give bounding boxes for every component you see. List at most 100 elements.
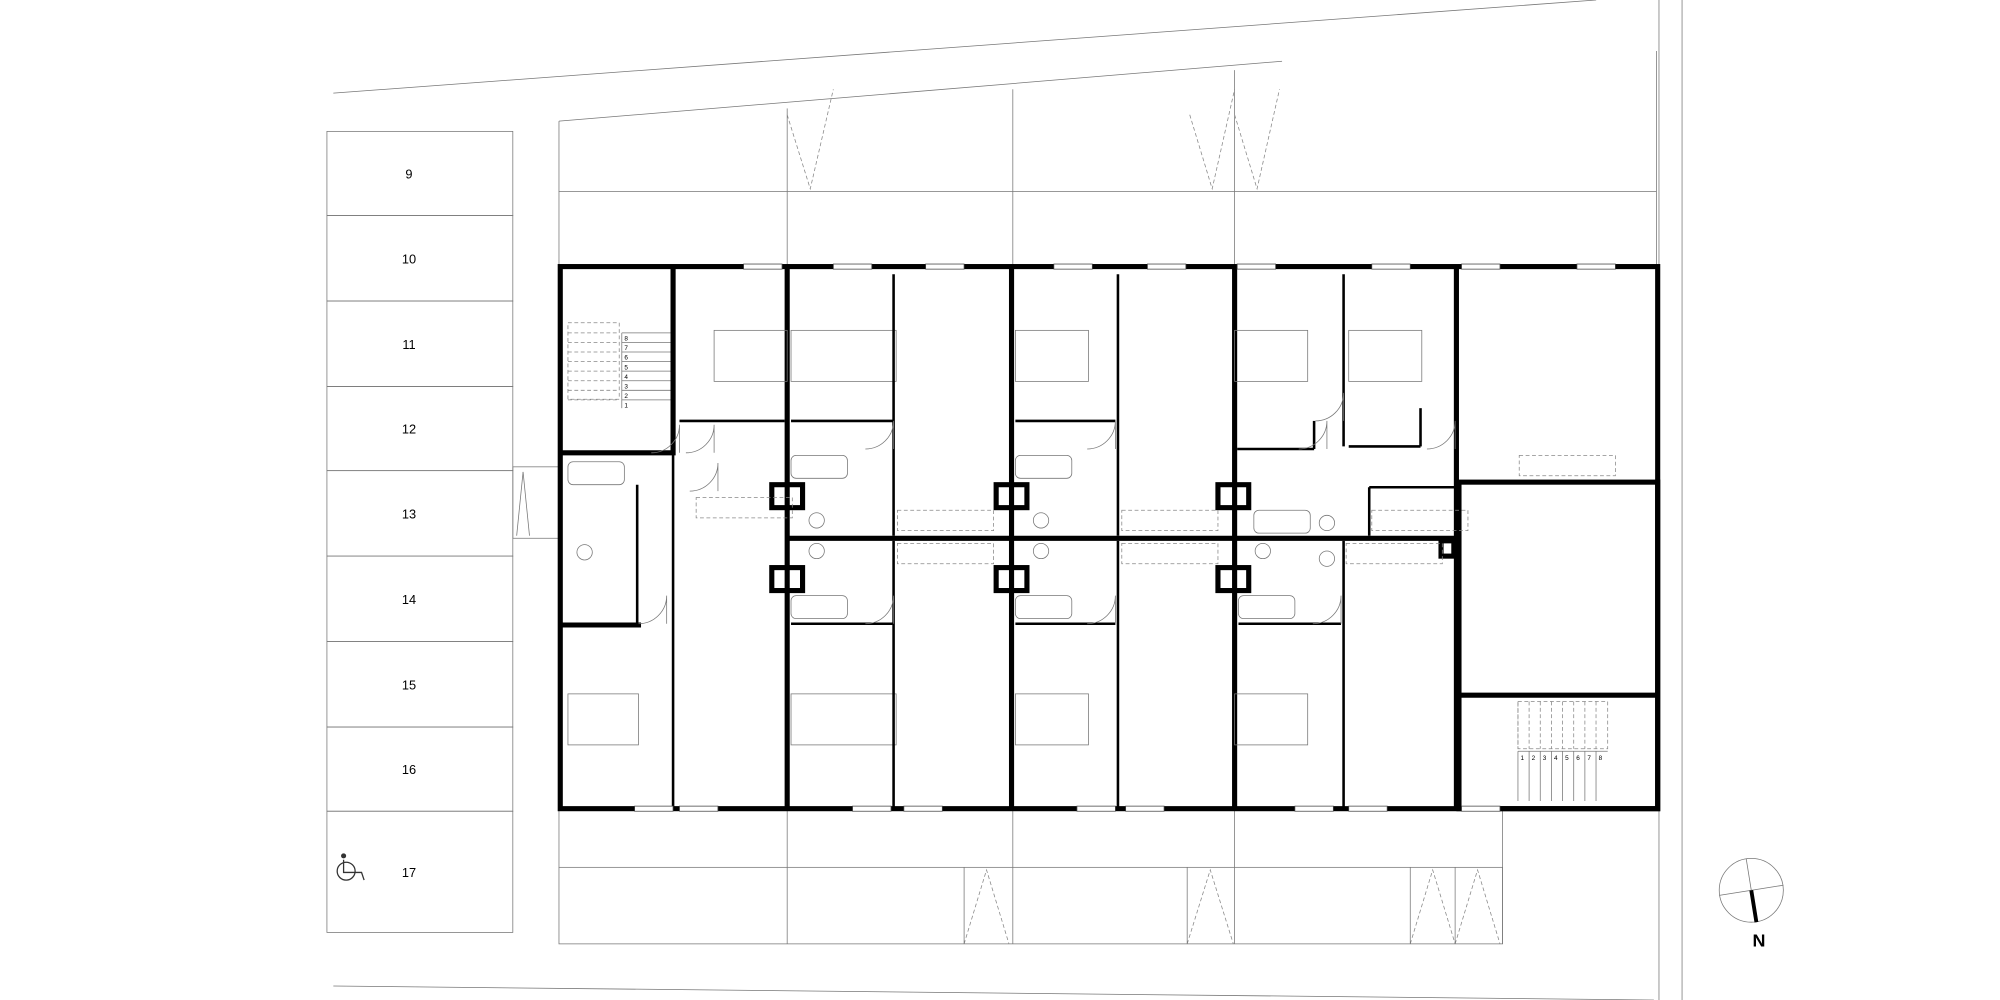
door-swing xyxy=(689,463,719,492)
window xyxy=(832,263,873,270)
gate-swing xyxy=(1186,868,1234,944)
parking-space-number: 10 xyxy=(402,251,416,266)
window xyxy=(1294,805,1334,812)
sink-or-toilet xyxy=(1318,550,1336,567)
gate-swing xyxy=(786,89,834,191)
bed xyxy=(1234,329,1309,382)
kitchen-counter xyxy=(897,509,994,531)
window xyxy=(1461,263,1501,270)
north-arrow: N xyxy=(1718,858,1784,950)
window xyxy=(903,805,943,812)
parking-space-number: 14 xyxy=(402,592,416,607)
bed xyxy=(790,693,897,746)
door-swing xyxy=(1315,392,1344,422)
stair-step-number: 8 xyxy=(1599,755,1603,762)
stair-step-number: 2 xyxy=(1532,755,1536,762)
door-swing xyxy=(651,424,680,454)
gate-swing xyxy=(1234,89,1280,191)
sink-or-toilet xyxy=(1254,542,1271,560)
window xyxy=(1076,805,1116,812)
stair-step-number: 8 xyxy=(624,336,628,343)
window xyxy=(852,805,892,812)
parking-space-number: 13 xyxy=(402,507,416,522)
stair-step-number: 5 xyxy=(1565,755,1569,762)
bed xyxy=(567,693,639,746)
kitchen-counter xyxy=(897,542,994,565)
building xyxy=(557,264,1661,812)
stair-step-number: 7 xyxy=(1587,755,1591,762)
sink-or-toilet xyxy=(808,512,825,529)
entrance-ramp xyxy=(512,466,561,539)
private-gardens-south xyxy=(558,808,1503,945)
stair-step-number: 1 xyxy=(624,403,628,410)
kitchen-counter xyxy=(1371,509,1469,531)
window xyxy=(679,805,719,812)
sink-or-toilet xyxy=(1032,542,1050,560)
gate-swing xyxy=(1409,868,1456,944)
parking-space-number: 15 xyxy=(402,677,416,692)
bathtub xyxy=(1015,454,1073,479)
stair-step-number: 7 xyxy=(624,345,628,352)
gate-swing xyxy=(1454,868,1501,944)
stair-step-number: 6 xyxy=(1576,755,1580,762)
window xyxy=(925,263,965,270)
parking-space xyxy=(326,555,514,642)
window xyxy=(743,263,783,270)
door-swing xyxy=(865,420,894,450)
bathtub xyxy=(790,595,848,620)
bed xyxy=(1015,329,1089,382)
bed xyxy=(1015,693,1089,746)
door-swing xyxy=(1298,420,1328,450)
sink-or-toilet xyxy=(1318,514,1336,531)
wheelchair-wheel xyxy=(336,861,356,881)
sink-or-toilet xyxy=(808,542,825,560)
door-swing xyxy=(638,595,668,625)
stair-step-number: 3 xyxy=(1543,755,1547,762)
stair-step-number: 4 xyxy=(624,374,628,381)
kitchen-counter xyxy=(1121,542,1219,565)
stair-step-number: 5 xyxy=(624,364,628,371)
wheelchair-frame xyxy=(342,859,365,881)
wheelchair-head xyxy=(341,853,347,859)
bed xyxy=(1348,329,1423,382)
bathtub xyxy=(790,454,848,479)
kitchen-counter xyxy=(1518,454,1616,477)
parking-space-number: 9 xyxy=(405,167,412,182)
bathtub xyxy=(1253,509,1311,534)
parking-space xyxy=(326,386,514,472)
window xyxy=(1576,263,1616,270)
bathtub xyxy=(1238,595,1296,620)
stair-step-number: 6 xyxy=(624,355,628,362)
parking-space xyxy=(326,470,514,557)
window xyxy=(1053,263,1093,270)
window xyxy=(1461,805,1501,812)
bathtub xyxy=(1015,595,1073,620)
gate-swing xyxy=(1189,89,1235,191)
private-gardens-north xyxy=(558,51,1657,267)
parking-space-number: 12 xyxy=(402,422,416,437)
north-label: N xyxy=(1752,930,1765,950)
kitchen-counter xyxy=(1345,542,1443,565)
parking-space xyxy=(326,641,514,728)
parking-space-number: 17 xyxy=(402,865,416,880)
kitchen-counter xyxy=(695,497,793,519)
window xyxy=(1371,263,1411,270)
bed xyxy=(713,329,788,382)
door-swing xyxy=(1087,595,1116,625)
door-swing xyxy=(865,595,894,625)
kitchen-counter xyxy=(1121,509,1219,531)
parking-space xyxy=(326,300,514,387)
interior-partitions xyxy=(567,263,1658,812)
gate-swing xyxy=(963,868,1010,944)
wheelchair-icon xyxy=(336,853,365,881)
parking-space xyxy=(326,215,514,302)
window xyxy=(1147,263,1187,270)
door-swing xyxy=(1087,420,1116,450)
stair-step-number: 3 xyxy=(624,383,628,390)
bathtub xyxy=(567,461,625,486)
parking-space-number: 16 xyxy=(402,762,416,777)
